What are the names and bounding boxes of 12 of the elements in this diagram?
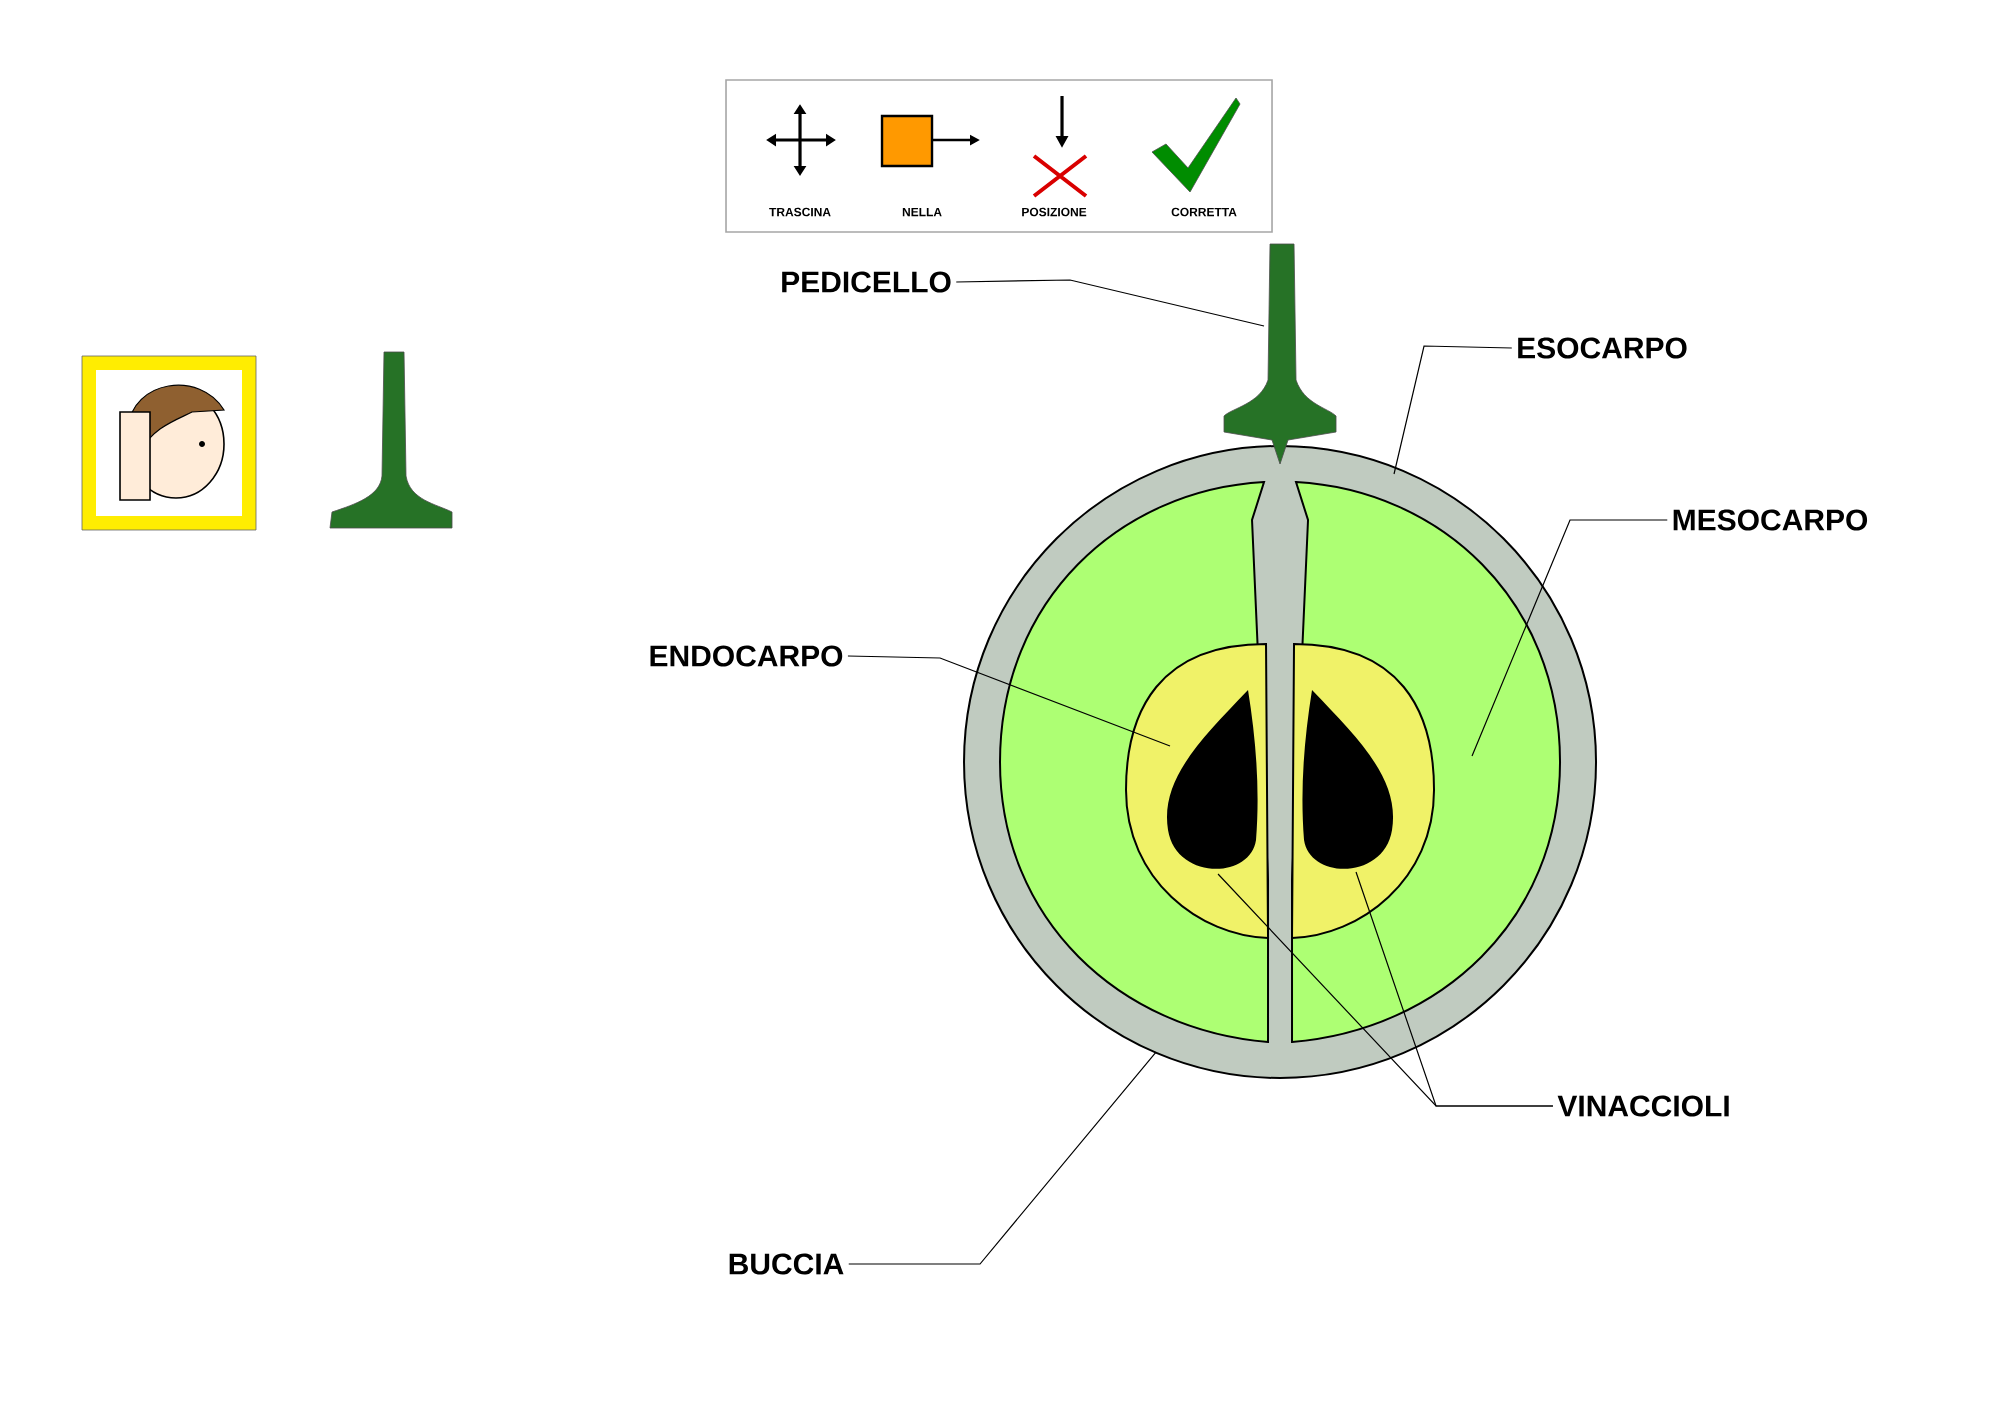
- part-label: BUCCIA: [729, 1253, 844, 1275]
- leader-line: [1471, 519, 1668, 757]
- leader-line: [1393, 345, 1513, 475]
- leader-line: [955, 279, 1265, 327]
- part-label: ENDOCARPO: [650, 645, 843, 667]
- part-label: PEDICELLO: [782, 271, 951, 293]
- leader-line: [847, 655, 1171, 747]
- leader-line: [848, 1051, 1157, 1265]
- part-label: MESOCARPO: [1673, 509, 1868, 531]
- leader-line: [1217, 873, 1554, 1107]
- part-label: ESOCARPO: [1518, 337, 1687, 359]
- part-label: VINACCIOLI: [1557, 1095, 1729, 1117]
